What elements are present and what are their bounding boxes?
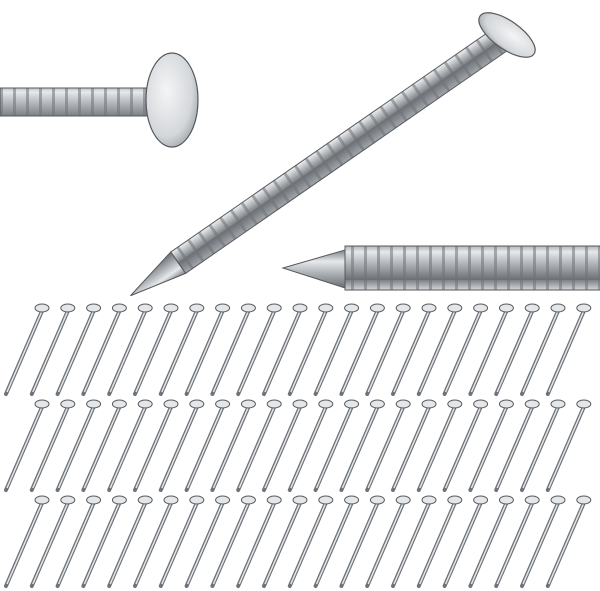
small-nail xyxy=(416,495,463,588)
small-nail xyxy=(81,303,127,396)
small-nail xyxy=(365,303,411,396)
large-nail-diagonal xyxy=(130,12,536,297)
small-nail xyxy=(468,495,514,588)
small-nail xyxy=(468,303,514,396)
small-nail xyxy=(184,303,231,396)
small-nail xyxy=(107,495,153,588)
small-nail xyxy=(4,303,50,396)
small-nail xyxy=(210,303,256,396)
small-nail xyxy=(29,303,76,396)
small-nail xyxy=(158,303,205,396)
large-nail-top-left xyxy=(0,52,199,148)
small-nail xyxy=(236,303,282,396)
small-nail xyxy=(29,399,76,492)
small-nail xyxy=(520,399,566,492)
small-nail xyxy=(468,399,514,492)
small-nail xyxy=(262,303,308,396)
small-nail xyxy=(494,495,540,588)
small-nail xyxy=(133,495,179,588)
small-nail xyxy=(494,399,540,492)
small-nail xyxy=(442,399,489,492)
small-nail xyxy=(210,495,256,588)
small-nail xyxy=(313,399,360,492)
small-nail xyxy=(339,495,385,588)
small-nail xyxy=(158,399,205,492)
large-nail-right xyxy=(281,245,600,291)
small-nail xyxy=(55,399,102,492)
small-nail xyxy=(545,399,592,492)
small-nail xyxy=(313,495,360,588)
small-nail xyxy=(442,495,489,588)
small-nail xyxy=(287,303,334,396)
small-nail xyxy=(545,303,592,396)
small-nail xyxy=(520,303,566,396)
small-nail xyxy=(365,495,411,588)
small-nail xyxy=(55,303,102,396)
small-nail xyxy=(391,303,437,396)
small-nail xyxy=(184,399,231,492)
small-nail xyxy=(391,399,437,492)
small-nail xyxy=(520,495,566,588)
small-nail xyxy=(287,399,334,492)
small-nail xyxy=(55,495,102,588)
small-nail xyxy=(262,399,308,492)
small-nail xyxy=(81,399,127,492)
small-nail xyxy=(133,303,179,396)
small-nail xyxy=(287,495,334,588)
small-nail xyxy=(442,303,489,396)
small-nail xyxy=(339,303,385,396)
small-nail xyxy=(4,399,50,492)
small-nail xyxy=(158,495,205,588)
small-nail xyxy=(262,495,308,588)
small-nail xyxy=(133,399,179,492)
small-nail xyxy=(236,399,282,492)
small-nail xyxy=(365,399,411,492)
small-nail xyxy=(107,399,153,492)
small-nail xyxy=(313,303,360,396)
small-nail xyxy=(81,495,127,588)
small-nail xyxy=(210,399,256,492)
small-nail xyxy=(339,399,385,492)
small-nail xyxy=(494,303,540,396)
small-nail xyxy=(4,495,50,588)
small-nail xyxy=(545,495,592,588)
small-nail xyxy=(107,303,153,396)
small-nail xyxy=(29,495,76,588)
small-nail xyxy=(416,399,463,492)
small-nail xyxy=(184,495,231,588)
small-nail xyxy=(391,495,437,588)
small-nails-grid xyxy=(4,303,592,588)
small-nail xyxy=(416,303,463,396)
small-nail xyxy=(236,495,282,588)
